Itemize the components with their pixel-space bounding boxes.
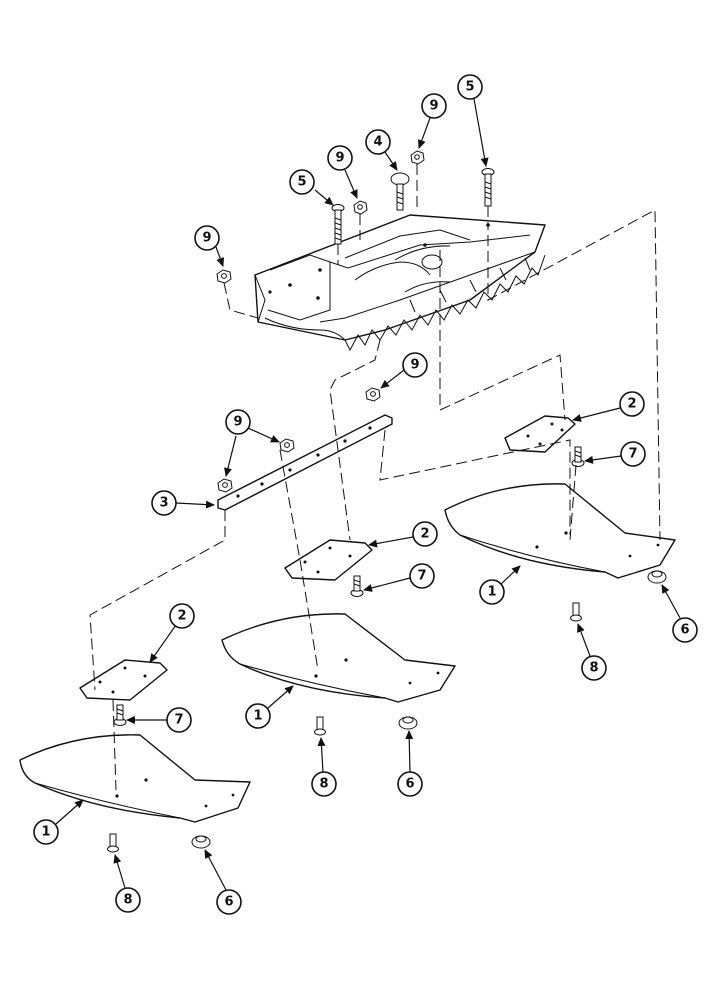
flange-nut	[398, 716, 418, 730]
callout-2: 2	[169, 603, 195, 629]
svg-text:4: 4	[373, 135, 382, 150]
callout-8: 8	[115, 887, 141, 913]
svg-text:8: 8	[319, 777, 328, 792]
skid-shoe-middle	[221, 613, 456, 703]
callout-3: 3	[151, 490, 177, 516]
svg-text:9: 9	[233, 415, 242, 430]
skid-shoe-right	[444, 483, 676, 579]
svg-text:1: 1	[487, 585, 496, 600]
callout-9: 9	[421, 93, 447, 119]
svg-text:9: 9	[335, 151, 344, 166]
bracket-middle	[284, 539, 373, 581]
bolt	[113, 704, 127, 726]
bolt	[571, 446, 585, 467]
svg-text:8: 8	[123, 893, 132, 908]
callout-5: 5	[457, 74, 483, 100]
callout-9: 9	[402, 352, 428, 378]
svg-text:5: 5	[465, 80, 474, 95]
svg-text:5: 5	[297, 175, 306, 190]
callout-1: 1	[479, 579, 505, 605]
bolt	[314, 716, 326, 736]
guard-assembly	[254, 214, 546, 352]
assembly-centerlines	[89, 164, 661, 791]
svg-text:2: 2	[627, 397, 636, 412]
hex-nut	[217, 478, 233, 493]
callout-8: 8	[581, 655, 607, 681]
callout-1: 1	[33, 819, 59, 845]
bolt	[570, 602, 582, 622]
bracket-left	[79, 659, 168, 701]
bracket-right	[504, 415, 576, 453]
flange-nut	[647, 570, 667, 584]
callout-1: 1	[245, 703, 271, 729]
hex-nut	[410, 150, 425, 165]
mounting-strip	[217, 414, 393, 511]
callout-2: 2	[412, 521, 438, 547]
callout-5: 5	[289, 169, 315, 195]
callout-9: 9	[327, 145, 353, 171]
callout-7: 7	[409, 563, 435, 589]
svg-text:2: 2	[177, 609, 186, 624]
callout-4: 4	[365, 129, 391, 155]
callout-9: 9	[225, 409, 251, 435]
svg-text:9: 9	[410, 358, 419, 373]
svg-text:7: 7	[628, 447, 637, 462]
svg-text:3: 3	[159, 496, 168, 511]
svg-text:6: 6	[680, 623, 689, 638]
svg-text:8: 8	[589, 661, 598, 676]
callout-7: 7	[166, 707, 192, 733]
hex-nut	[353, 200, 368, 215]
hex-nut	[279, 438, 295, 453]
bolt	[107, 833, 119, 853]
svg-text:2: 2	[420, 527, 429, 542]
callout-6: 6	[672, 617, 698, 643]
bolt	[331, 204, 345, 245]
callout-6: 6	[216, 889, 242, 915]
bolt	[350, 575, 364, 597]
svg-text:7: 7	[417, 569, 426, 584]
callout-7: 7	[620, 441, 646, 467]
carriage-bolt	[390, 172, 410, 211]
svg-text:9: 9	[202, 231, 211, 246]
bolt	[481, 168, 495, 207]
svg-text:1: 1	[41, 825, 50, 840]
svg-text:9: 9	[429, 99, 438, 114]
skid-shoe-left	[19, 734, 251, 823]
flange-nut	[191, 835, 211, 849]
hex-nut	[216, 269, 232, 284]
svg-text:6: 6	[224, 895, 233, 910]
callout-9: 9	[194, 225, 220, 251]
hex-nut	[365, 387, 381, 402]
callout-6: 6	[397, 771, 423, 797]
callout-2: 2	[619, 391, 645, 417]
callout-8: 8	[311, 771, 337, 797]
svg-text:1: 1	[253, 709, 262, 724]
svg-text:6: 6	[405, 777, 414, 792]
svg-text:7: 7	[174, 713, 183, 728]
